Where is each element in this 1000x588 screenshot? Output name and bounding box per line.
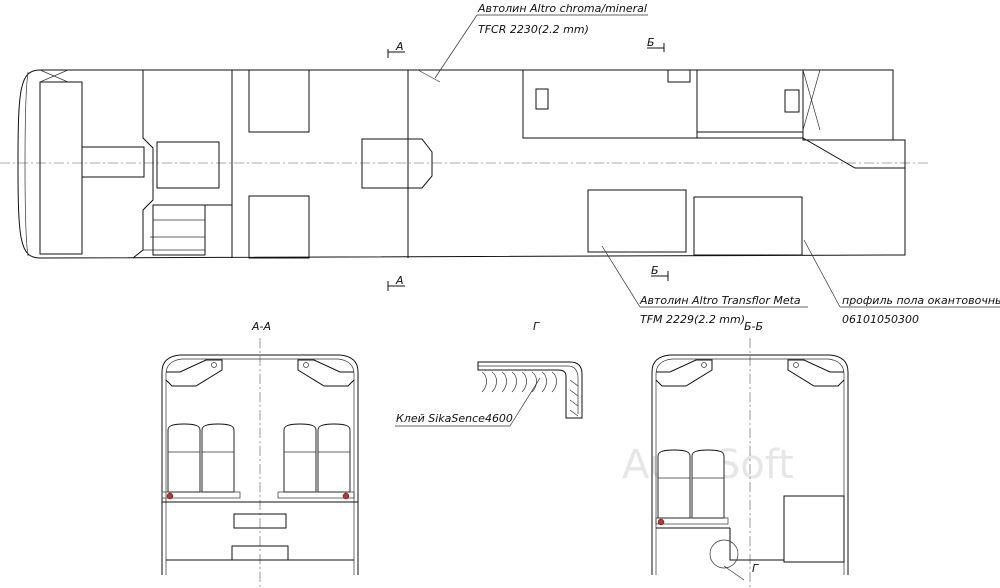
seat-pair-left [161, 423, 241, 500]
floor-top-text-1: Автолин Altro chroma/mineral [477, 2, 647, 15]
callout-g-label: Г [752, 562, 759, 575]
section-b-bottom-label: Б [651, 264, 659, 277]
bus-floor-plan [0, 69, 930, 259]
section-a-bottom-label: А [395, 274, 404, 287]
glue-hatching [481, 371, 579, 417]
seat-pair-right [277, 423, 355, 500]
section-marker-b-bottom: Б [651, 264, 669, 281]
floor-bottom-text-2: TFM 2229(2.2 mm) [640, 313, 745, 326]
leader-floor-profile: профиль пола окантовочный 06101050300 [803, 239, 1000, 326]
section-a-top-label: А [395, 40, 404, 53]
section-view-bb: Б-Б Г [651, 320, 849, 588]
leader-bottom-floor-covering: Автолин Altro Transflor Meta TFM 2229(2.… [601, 245, 808, 326]
section-marker-b-top: Б [647, 36, 665, 52]
seat-pair-bb [655, 449, 729, 526]
section-view-aa: А-А [161, 320, 359, 588]
view-aa-title: А-А [251, 320, 271, 333]
detail-view-g: Г Клей SikaSence4600 [395, 320, 583, 427]
view-g-title: Г [533, 320, 540, 333]
floor-top-text-2: TFCR 2230(2.2 mm) [478, 23, 589, 36]
section-marker-a-bottom: А [387, 274, 405, 291]
profile-text-1: профиль пола окантовочный [842, 294, 1000, 307]
section-marker-a-top: А [387, 40, 405, 58]
floor-bottom-text-1: Автолин Altro Transflor Meta [639, 294, 801, 307]
profile-text-2: 06101050300 [842, 313, 919, 326]
glue-label: Клей SikaSence4600 [396, 412, 513, 425]
view-bb-title: Б-Б [744, 320, 763, 333]
leader-top-floor-covering: Автолин Altro chroma/mineral TFCR 2230(2… [434, 2, 648, 79]
section-b-top-label: Б [647, 36, 655, 49]
